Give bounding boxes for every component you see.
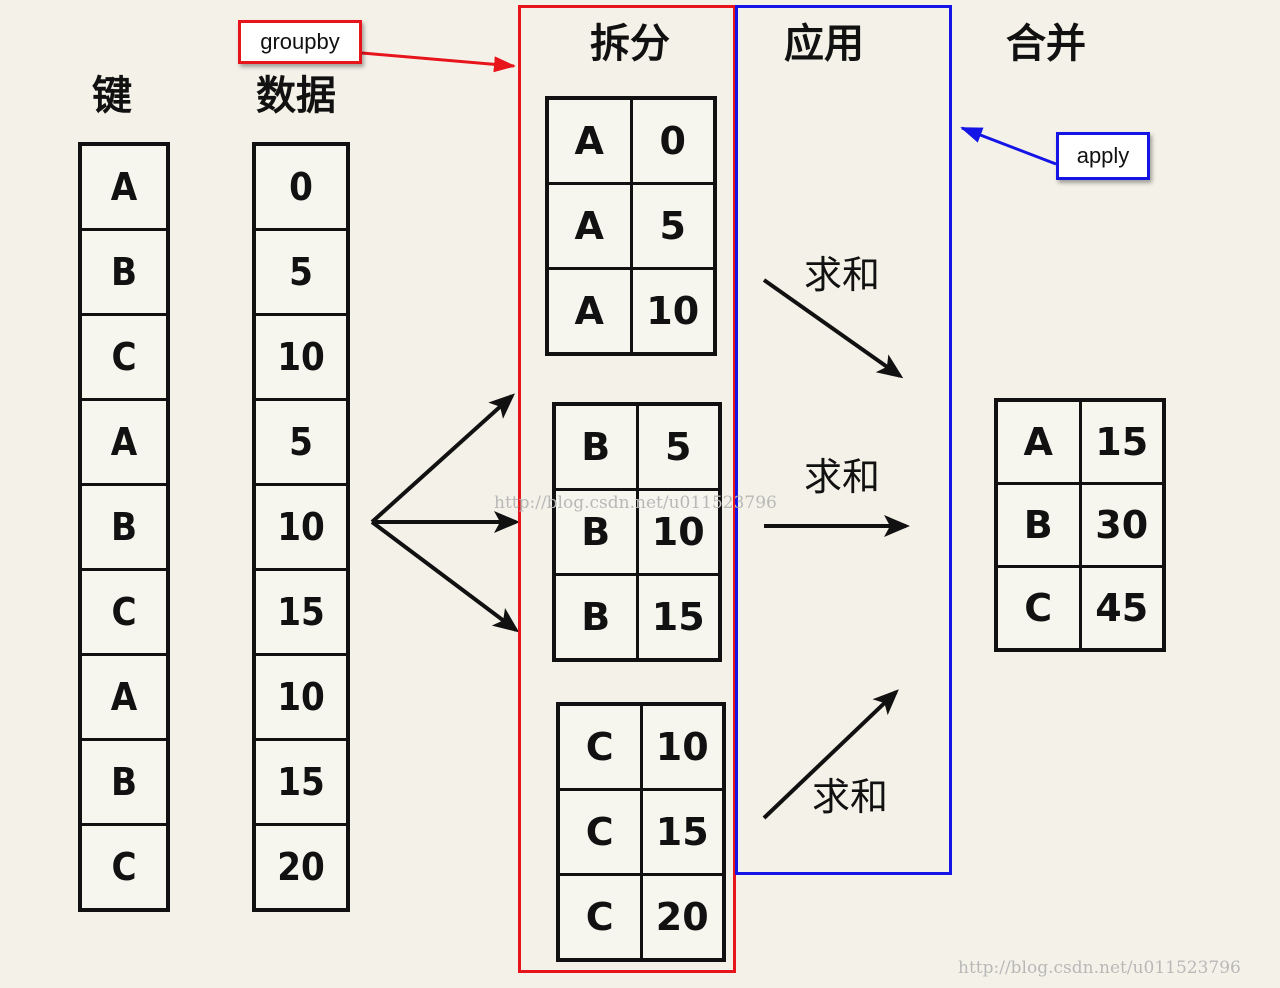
result-value-cell: 15 bbox=[1078, 398, 1166, 485]
value-row: 10 bbox=[252, 653, 350, 741]
key-cell: B bbox=[78, 483, 170, 571]
result-value-cell: 30 bbox=[1078, 482, 1166, 568]
result-key-cell: B bbox=[994, 482, 1082, 568]
group-key-cell: B bbox=[552, 488, 639, 576]
group-key-cell: C bbox=[556, 702, 643, 791]
keys-column: A B C A B C A B C bbox=[78, 142, 170, 912]
value-cell: 10 bbox=[252, 653, 350, 741]
group-key-cell: A bbox=[545, 267, 633, 356]
corner-watermark: http://blog.csdn.net/u011523796 bbox=[958, 958, 1241, 978]
groupby-callout: groupby bbox=[238, 20, 362, 64]
group-key-cell: A bbox=[545, 96, 633, 185]
split-arrow-to-group-a bbox=[370, 393, 515, 524]
apply-frame bbox=[735, 5, 952, 875]
value-cell: 5 bbox=[252, 398, 350, 486]
key-cell: B bbox=[78, 738, 170, 826]
key-row: C bbox=[78, 313, 170, 401]
split-heading: 拆分 bbox=[590, 21, 670, 67]
split-arrow-to-group-c bbox=[370, 520, 520, 633]
value-cell: 10 bbox=[252, 313, 350, 401]
key-cell: B bbox=[78, 228, 170, 316]
key-row: A bbox=[78, 142, 170, 231]
value-cell: 15 bbox=[252, 568, 350, 656]
groupby-split-frame bbox=[518, 5, 736, 973]
key-row: B bbox=[78, 483, 170, 571]
value-cell: 0 bbox=[252, 142, 350, 231]
key-cell: C bbox=[78, 313, 170, 401]
group-value-cell: 15 bbox=[635, 573, 722, 662]
result-value-cell: 45 bbox=[1078, 565, 1166, 652]
key-cell: C bbox=[78, 568, 170, 656]
value-cell: 15 bbox=[252, 738, 350, 826]
value-row: 0 bbox=[252, 142, 350, 231]
combine-heading: 合并 bbox=[1006, 21, 1086, 67]
key-cell: C bbox=[78, 823, 170, 912]
value-row: 15 bbox=[252, 738, 350, 826]
group-key-cell: A bbox=[545, 182, 633, 270]
value-row: 10 bbox=[252, 483, 350, 571]
group-key-cell: C bbox=[556, 873, 643, 962]
value-row: 5 bbox=[252, 228, 350, 316]
apply-callout: apply bbox=[1056, 132, 1150, 180]
apply-pointer-arrow bbox=[960, 126, 1057, 166]
key-cell: A bbox=[78, 142, 170, 231]
key-row: C bbox=[78, 568, 170, 656]
group-value-cell: 5 bbox=[629, 182, 717, 270]
group-value-cell: 5 bbox=[635, 402, 722, 491]
result-key-cell: C bbox=[994, 565, 1082, 652]
data-column: 0 5 10 5 10 15 10 15 20 bbox=[252, 142, 350, 912]
sum-label-a: 求和 bbox=[804, 253, 881, 297]
key-row: C bbox=[78, 823, 170, 912]
apply-arrow-a bbox=[762, 278, 904, 379]
key-row: A bbox=[78, 653, 170, 741]
apply-arrow-c bbox=[762, 689, 899, 820]
value-row: 10 bbox=[252, 313, 350, 401]
value-row: 15 bbox=[252, 568, 350, 656]
sum-label-b: 求和 bbox=[804, 455, 881, 499]
key-cell: A bbox=[78, 398, 170, 486]
apply-heading: 应用 bbox=[784, 21, 864, 67]
result-key-cell: A bbox=[994, 398, 1082, 485]
group-key-cell: B bbox=[552, 402, 639, 491]
sum-label-c: 求和 bbox=[812, 775, 889, 819]
data-heading: 数据 bbox=[256, 73, 336, 119]
group-value-cell: 10 bbox=[635, 488, 722, 576]
group-value-cell: 10 bbox=[639, 702, 726, 791]
value-cell: 20 bbox=[252, 823, 350, 912]
value-cell: 10 bbox=[252, 483, 350, 571]
value-row: 5 bbox=[252, 398, 350, 486]
key-row: A bbox=[78, 398, 170, 486]
group-key-cell: B bbox=[552, 573, 639, 662]
key-row: B bbox=[78, 738, 170, 826]
key-cell: A bbox=[78, 653, 170, 741]
groupby-pointer-arrow bbox=[361, 51, 516, 73]
group-key-cell: C bbox=[556, 788, 643, 876]
value-cell: 5 bbox=[252, 228, 350, 316]
center-watermark: http://blog.csdn.net/u011523796 bbox=[494, 493, 777, 513]
value-row: 20 bbox=[252, 823, 350, 912]
group-value-cell: 10 bbox=[629, 267, 717, 356]
key-row: B bbox=[78, 228, 170, 316]
group-value-cell: 15 bbox=[639, 788, 726, 876]
group-value-cell: 20 bbox=[639, 873, 726, 962]
group-value-cell: 0 bbox=[629, 96, 717, 185]
keys-heading: 键 bbox=[92, 73, 132, 119]
